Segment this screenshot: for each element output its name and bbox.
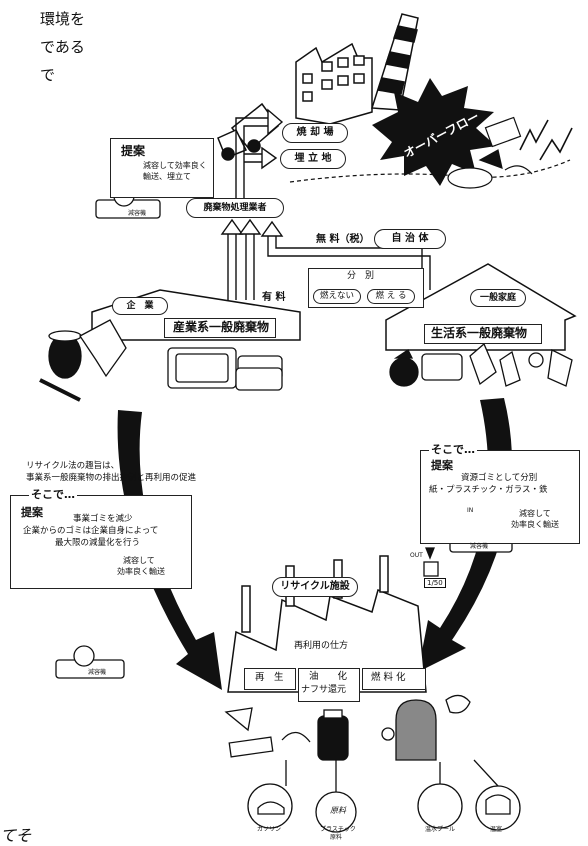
proposal-left-box: そこで… 提案 事業ゴミを減少 企業からのゴミは企業自身によって 最大限の減量化… bbox=[10, 495, 192, 589]
product-plastic-material: 原料 bbox=[330, 834, 342, 841]
proposal-right-sub-2: 効率良く輸送 bbox=[511, 520, 559, 530]
proposal-left-heading: そこで… bbox=[29, 488, 77, 501]
proposal-right-title: 提案 bbox=[431, 459, 453, 472]
proposal-top-line-2: 輸送、埋立て bbox=[143, 172, 191, 182]
company-badge: 企 業 bbox=[112, 297, 168, 315]
recycle-facility-label: リサイクル施設 bbox=[272, 577, 358, 597]
reuse-method-3: 燃 料 化 bbox=[362, 668, 426, 690]
intro-line-2: である bbox=[40, 38, 85, 56]
sorting-title: 分 別 bbox=[347, 271, 374, 282]
proposal-left-sub-2: 効率良く輸送 bbox=[117, 567, 165, 577]
proposal-right-out: OUT bbox=[410, 552, 423, 559]
proposal-top-line-1: 減容して効率良く bbox=[143, 161, 207, 171]
proposal-left-sub-1: 減容して bbox=[123, 556, 155, 566]
intro-line-3: で bbox=[40, 66, 55, 84]
sorting-box: 分 別 燃えない 燃 え る bbox=[308, 268, 424, 308]
burnable-label: 燃 え る bbox=[367, 289, 415, 304]
company-waste-label: 産業系一般廃棄物 bbox=[164, 318, 276, 338]
reuse-method-1: 再 生 bbox=[244, 668, 296, 690]
proposal-right-heading: そこで… bbox=[429, 443, 477, 456]
machine-right-label: 減容機 bbox=[470, 543, 488, 550]
proposal-right-box: そこで… 提案 資源ゴミとして分別 紙・プラスチック・ガラス・鉄 IN 減容して… bbox=[420, 450, 580, 544]
proposal-left-line-2: 企業からのゴミは企業自身によって bbox=[23, 526, 158, 536]
waste-contractor-label: 廃棄物処理業者 bbox=[186, 198, 284, 218]
product-heated-pool: 温水プール bbox=[425, 826, 455, 833]
proposal-right-line-2: 紙・プラスチック・ガラス・鉄 bbox=[429, 485, 548, 495]
reuse-method-2: 油 化 ナフサ還元 bbox=[298, 668, 360, 702]
machine-top-label: 減容機 bbox=[128, 210, 146, 217]
proposal-right-in: IN bbox=[467, 507, 473, 514]
proposal-right-sub-1: 減容して bbox=[519, 509, 551, 519]
proposal-left-line-3: 最大限の減量化を行う bbox=[55, 538, 140, 548]
proposal-top-title: 提案 bbox=[121, 144, 145, 158]
municipality-label: 自 治 体 bbox=[374, 229, 446, 249]
free-tax-label: 無 料（税） bbox=[316, 234, 369, 246]
non-burnable-label: 燃えない bbox=[313, 289, 361, 304]
reuse-title: 再利用の仕方 bbox=[294, 641, 348, 652]
proposal-right-line-1: 資源ゴミとして分別 bbox=[461, 473, 537, 483]
product-gasoline: ガソリン bbox=[257, 826, 281, 833]
recycle-law-line-2: 事業系一般廃棄物の排出抑制と再利用の促進 bbox=[26, 473, 196, 483]
proposal-top-box: 提案 減容して効率良く 輸送、埋立て bbox=[110, 138, 214, 198]
product-plastic: プラスチック bbox=[320, 826, 356, 833]
product-greenhouse: 温室 bbox=[490, 826, 502, 833]
recycled-products bbox=[226, 695, 520, 832]
incineration-plant-label: 焼 却 場 bbox=[282, 123, 348, 143]
bottom-left-text: てそ bbox=[0, 826, 32, 845]
household-waste-label: 生活系一般廃棄物 bbox=[424, 324, 542, 344]
product-raw-material: 原料 bbox=[330, 806, 346, 816]
landfill-label: 埋 立 地 bbox=[280, 149, 346, 169]
incinerator-building bbox=[296, 44, 372, 124]
household-badge: 一般家庭 bbox=[470, 289, 526, 307]
intro-line-1: 環境を bbox=[40, 10, 85, 28]
proposal-right-ratio: 1/50 bbox=[424, 578, 446, 588]
machine-left-label: 減容機 bbox=[88, 669, 106, 676]
proposal-left-title: 提案 bbox=[21, 506, 43, 519]
paid-label: 有 料 bbox=[262, 292, 285, 304]
recycle-law-line-1: リサイクル法の趣旨は、 bbox=[26, 461, 119, 471]
proposal-left-line-1: 事業ゴミを減少 bbox=[73, 514, 133, 524]
